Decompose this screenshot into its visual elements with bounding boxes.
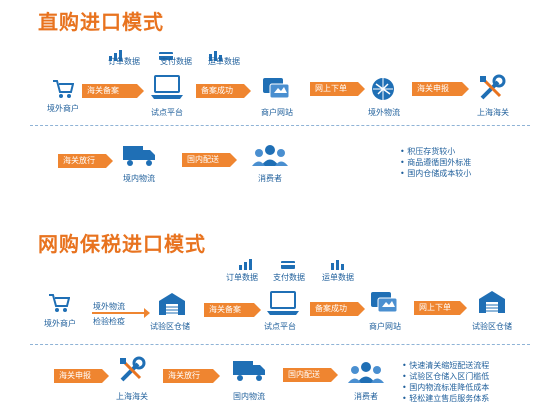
arrow-customs-filing: 海关备案 bbox=[82, 84, 144, 98]
benefit-item: 试验区仓储入区门槛低 bbox=[402, 371, 489, 382]
node-merchant-site: 商户网站 bbox=[261, 108, 293, 117]
bar-chart-icon bbox=[209, 50, 222, 61]
node-pilot-warehouse: 试验区仓储 bbox=[150, 322, 190, 331]
pre-step-arrowhead bbox=[144, 308, 150, 318]
data-tag-order-label: 订单数据 bbox=[108, 57, 140, 66]
node-overseas-logistics: 境外物流 bbox=[368, 108, 400, 117]
divider bbox=[30, 344, 530, 345]
node-domestic-logistics: 国内物流 bbox=[233, 392, 265, 401]
benefits-list-bonded: 快速清关缩短配送流程 试验区仓储入区门槛低 国内物流标准降低成本 轻松建立售后服… bbox=[402, 360, 489, 404]
pre-step-line bbox=[92, 312, 144, 314]
arrow-customs-release: 海关放行 bbox=[163, 369, 220, 383]
arrow-online-order: 网上下单 bbox=[310, 82, 365, 96]
node-shanghai-customs: 上海海关 bbox=[116, 392, 148, 401]
data-tag-waybill-label: 运单数据 bbox=[208, 57, 240, 66]
bar-chart-icon bbox=[331, 260, 344, 270]
node-pilot-platform: 试点平台 bbox=[264, 322, 296, 331]
benefit-item: 快速清关缩短配送流程 bbox=[402, 360, 489, 371]
pre-step-logistics: 境外物流 bbox=[93, 302, 125, 311]
laptop-icon bbox=[151, 75, 183, 99]
data-tag-payment-label: 支付数据 bbox=[273, 273, 305, 282]
benefits-list-direct: 积压存货较小 商品遵循国外标准 国内仓储成本较小 bbox=[400, 146, 471, 179]
node-overseas-merchant: 境外商户 bbox=[47, 104, 79, 113]
node-domestic-logistics: 境内物流 bbox=[123, 174, 155, 183]
data-tag-waybill-label: 运单数据 bbox=[322, 273, 354, 282]
arrow-domestic-delivery: 国内配送 bbox=[182, 153, 237, 167]
website-icon bbox=[263, 78, 290, 99]
shopping-cart-icon bbox=[49, 294, 70, 312]
arrow-filing-success: 备案成功 bbox=[310, 302, 365, 316]
tools-icon bbox=[120, 356, 146, 382]
node-consumer: 消费者 bbox=[258, 174, 282, 183]
benefit-item: 国内物流标准降低成本 bbox=[402, 382, 489, 393]
benefit-item: 国内仓储成本较小 bbox=[400, 168, 471, 179]
shopping-cart-icon bbox=[53, 80, 74, 98]
data-tag-payment bbox=[158, 44, 174, 63]
benefit-item: 积压存货较小 bbox=[400, 146, 471, 157]
pre-step-inspection: 检验检疫 bbox=[93, 317, 125, 326]
card-icon bbox=[159, 51, 173, 60]
warehouse-icon bbox=[479, 291, 505, 313]
data-tag-order bbox=[108, 44, 124, 63]
data-tag-waybill bbox=[208, 44, 224, 63]
node-pilot-platform: 试点平台 bbox=[151, 108, 183, 117]
globe-plane-icon bbox=[372, 78, 394, 100]
node-pilot-warehouse-2: 试验区仓储 bbox=[472, 322, 512, 331]
card-icon bbox=[281, 261, 295, 269]
node-shanghai-customs: 上海海关 bbox=[477, 108, 509, 117]
arrow-customs-declare: 海关申报 bbox=[54, 369, 109, 383]
bar-chart-icon bbox=[239, 259, 252, 270]
tools-icon bbox=[480, 74, 506, 100]
node-overseas-merchant: 境外商户 bbox=[44, 319, 76, 328]
section-title-bonded: 网购保税进口模式 bbox=[38, 232, 206, 256]
users-icon bbox=[252, 145, 288, 166]
arrow-online-order: 网上下单 bbox=[414, 301, 467, 315]
arrow-filing-success: 备案成功 bbox=[196, 84, 251, 98]
arrow-customs-filing: 海关备案 bbox=[204, 303, 261, 317]
website-icon bbox=[371, 292, 398, 313]
node-merchant-site: 商户网站 bbox=[369, 322, 401, 331]
arrow-domestic-delivery: 国内配送 bbox=[283, 368, 338, 382]
bar-chart-icon bbox=[109, 49, 122, 61]
truck-icon bbox=[233, 361, 265, 381]
data-tag-order-label: 订单数据 bbox=[226, 273, 258, 282]
data-tag-payment-label: 支付数据 bbox=[160, 57, 192, 66]
arrow-customs-release: 海关放行 bbox=[58, 154, 113, 168]
laptop-icon bbox=[267, 291, 299, 315]
benefit-item: 轻松建立售后服务体系 bbox=[402, 393, 489, 404]
arrow-customs-declare: 海关申报 bbox=[412, 82, 469, 96]
warehouse-icon bbox=[159, 293, 185, 315]
users-icon bbox=[348, 362, 384, 383]
truck-icon bbox=[123, 146, 155, 166]
divider bbox=[30, 125, 530, 126]
benefit-item: 商品遵循国外标准 bbox=[400, 157, 471, 168]
node-consumer: 消费者 bbox=[354, 392, 378, 401]
section-title-direct: 直购进口模式 bbox=[38, 10, 164, 34]
